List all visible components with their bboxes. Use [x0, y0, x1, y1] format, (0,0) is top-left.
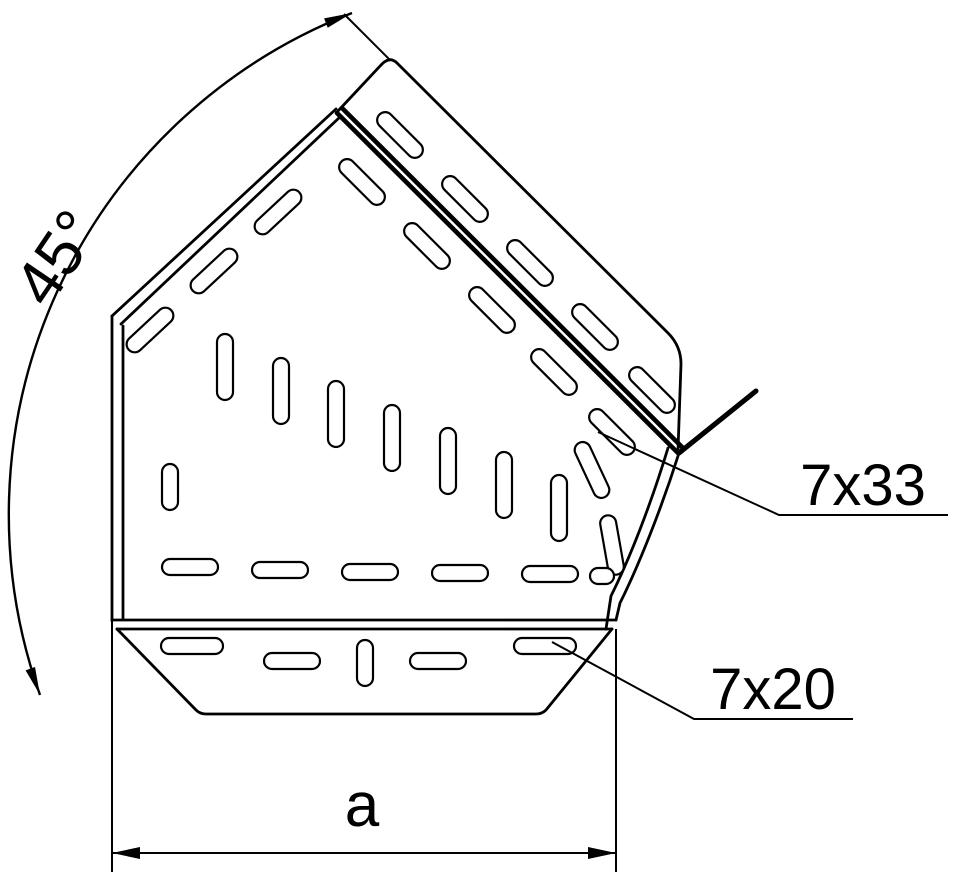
tray-body: [110, 58, 759, 716]
perforation-slot: [403, 222, 451, 270]
perforation-slot: [271, 356, 291, 426]
angle-extension-line: [343, 13, 391, 61]
perforation-slot: [326, 379, 346, 449]
perforation-slot: [340, 562, 400, 582]
perforation-slot: [588, 566, 616, 586]
angle-arc-arrow-top: [324, 13, 352, 28]
angle-dimension: 45°: [0, 11, 391, 696]
perforation-slots: [125, 111, 676, 688]
perforation-slot: [408, 651, 468, 671]
perforation-slot: [262, 651, 322, 671]
leader-line-7x20: [551, 641, 853, 720]
callout-7x20: 7x20: [551, 641, 853, 722]
angle-arc-arrow-bottom: [25, 667, 40, 695]
diagonal-rail-inner-line: [119, 114, 343, 326]
perforation-slot: [125, 306, 175, 354]
perforation-slot: [571, 303, 619, 351]
perforation-slot: [599, 514, 625, 576]
right-inner-edge-inner-line: [604, 446, 670, 631]
perforation-slot: [549, 473, 569, 543]
perforation-slot: [628, 366, 676, 414]
perforation-slot: [338, 158, 386, 206]
perforation-slot: [160, 557, 220, 577]
top-end-rail-band-outline: [336, 58, 683, 452]
dim-arrow-left: [112, 847, 140, 859]
perforation-slot: [160, 462, 180, 512]
perforation-slot: [430, 563, 490, 583]
perforation-slot: [382, 403, 402, 473]
diagonal-rail-outer-line: [110, 107, 338, 318]
perforation-slot: [530, 348, 578, 396]
slot-size-label-7x20: 7x20: [710, 657, 836, 722]
perforation-slot: [494, 450, 514, 520]
perforation-slot: [215, 332, 235, 402]
perforation-slot: [468, 286, 516, 334]
perforation-slot: [512, 636, 578, 656]
perforation-slot: [355, 638, 375, 688]
perforation-slot: [520, 564, 580, 584]
perforation-slot: [506, 239, 554, 287]
width-dimension-label: a: [345, 771, 380, 840]
bottom-end-band-outline: [115, 627, 614, 716]
perforation-slot: [588, 408, 636, 456]
perforation-slot: [159, 636, 225, 656]
perforation-slot: [441, 175, 489, 223]
top-end-heavy-edge-a: [334, 110, 681, 456]
dim-arrow-right: [588, 847, 616, 859]
angle-label: 45°: [0, 197, 114, 317]
angle-arc: [7, 11, 353, 696]
perforation-slot: [376, 111, 424, 159]
right-rail-stub-edge: [676, 388, 759, 456]
slot-size-label-7x33: 7x33: [800, 453, 926, 518]
callout-7x33: 7x33: [597, 431, 948, 518]
perforation-slot: [250, 560, 310, 580]
top-end-heavy-edge-b: [339, 105, 686, 451]
perforation-slot: [253, 188, 303, 236]
perforation-slot: [573, 440, 611, 500]
perforation-slot: [189, 247, 239, 295]
right-inner-edge-outer-line: [614, 451, 681, 622]
leader-line-7x33: [597, 431, 948, 516]
perforation-slot: [438, 426, 458, 496]
width-dimension: a: [111, 621, 617, 872]
